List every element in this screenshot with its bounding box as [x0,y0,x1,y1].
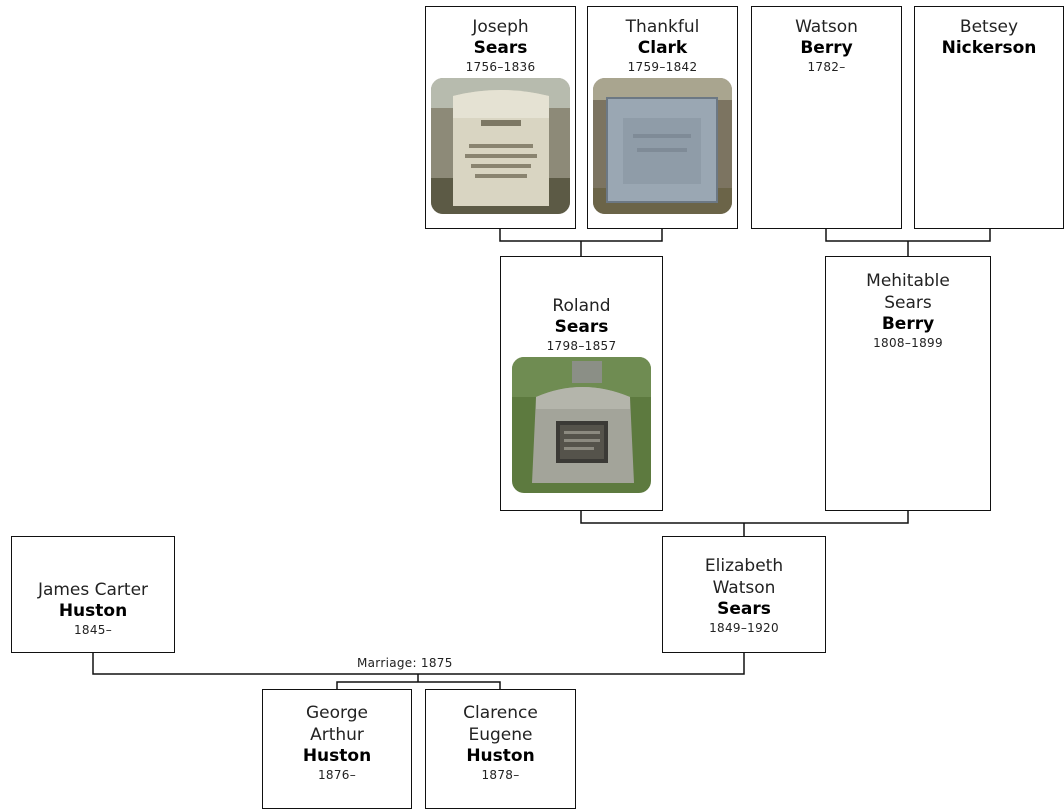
surname: Sears [554,317,609,337]
life-dates: 1849–1920 [709,621,779,635]
surname: Sears [473,38,528,58]
given-name: Thankful [625,17,700,37]
surname: Huston [302,746,372,766]
life-dates: 1845– [73,623,113,637]
marriage-label: Marriage: 1875 [355,656,455,670]
given-name: Betsey [959,17,1019,37]
person-card-watson-berry[interactable]: Watson Berry 1782– [751,6,902,229]
person-card-mehitable-berry[interactable]: Mehitable Sears Berry 1808–1899 [825,256,991,511]
surname: Clark [637,38,688,58]
life-dates: 1876– [317,768,357,782]
given-name: Joseph [472,17,529,37]
person-card-elizabeth-sears[interactable]: Elizabeth Watson Sears 1849–1920 [662,536,826,653]
surname: Berry [800,38,853,58]
given-name: Elizabeth [704,556,784,576]
given-name: George [306,703,368,723]
given-name: Watson [795,17,858,37]
person-card-roland-sears[interactable]: Roland Sears 1798–1857 [500,256,663,511]
person-card-james-huston[interactable]: James Carter Huston 1845– [11,536,175,653]
surname: Sears [717,599,771,619]
life-dates: 1808–1899 [873,336,943,350]
headstone-icon[interactable] [431,78,570,214]
connector-watson-betsey [825,229,991,242]
life-dates: 1759–1842 [627,60,698,74]
surname: Huston [466,746,535,766]
middle-name: Sears [884,293,932,313]
middle-name: Watson [712,578,776,598]
headstone-icon[interactable] [512,357,651,493]
surname: Berry [881,314,935,334]
connector-roland-mehitable [580,511,909,524]
surname: Huston [58,601,128,621]
person-card-betsey-nickerson[interactable]: Betsey Nickerson [914,6,1064,229]
person-card-clarence-huston[interactable]: Clarence Eugene Huston 1878– [425,689,576,809]
life-dates: 1782– [807,60,846,74]
surname: Nickerson [941,38,1037,58]
connector-children-bar [336,681,501,689]
person-card-george-huston[interactable]: George Arthur Huston 1876– [262,689,412,809]
given-name: Roland [552,296,611,316]
given-name: Mehitable [866,271,950,291]
life-dates: 1756–1836 [465,60,536,74]
given-name: James Carter [37,580,149,600]
person-card-thankful-clark[interactable]: Thankful Clark 1759–1842 [587,6,738,229]
middle-name: Eugene [468,725,533,745]
life-dates: 1798–1857 [546,339,617,353]
person-card-joseph-sears[interactable]: Joseph Sears 1756–1836 [425,6,576,229]
middle-name: Arthur [310,725,364,745]
life-dates: 1878– [481,768,520,782]
given-name: Clarence [463,703,538,723]
headstone-icon[interactable] [593,78,732,214]
connector-joseph-thankful [499,229,663,242]
